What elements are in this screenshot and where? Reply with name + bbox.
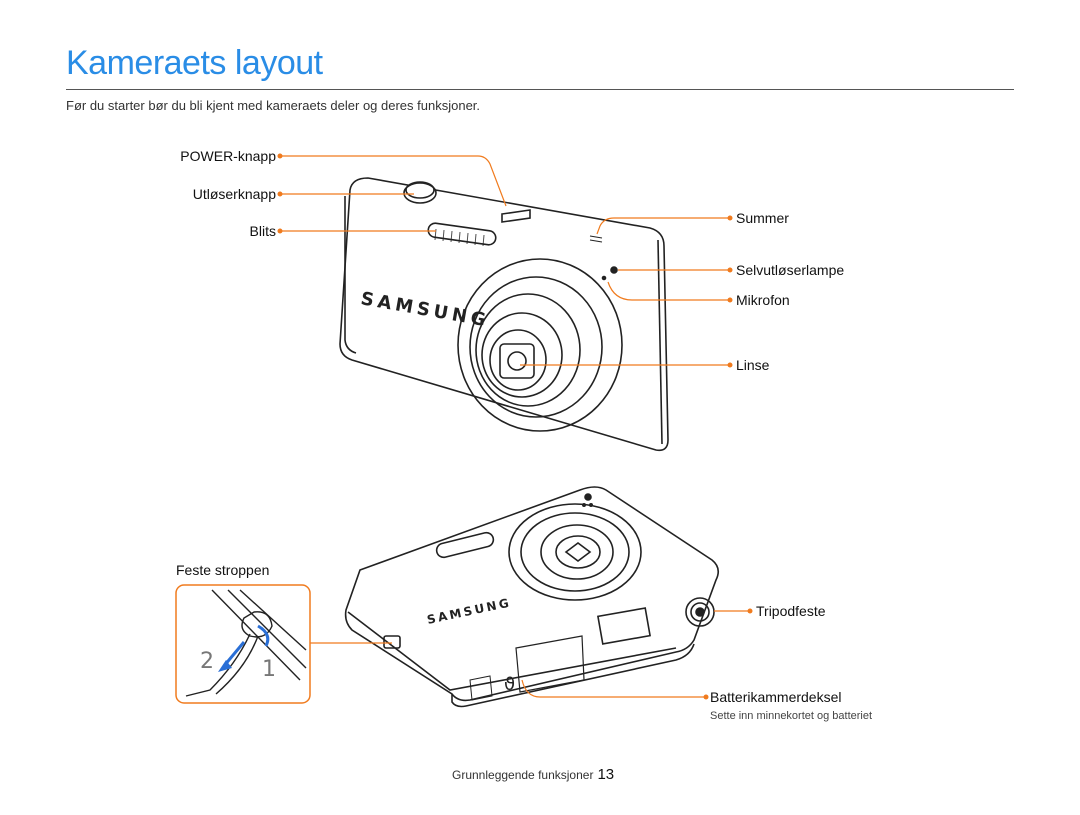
label-speaker: Summer [736, 210, 789, 226]
label-flash: Blits [249, 223, 276, 239]
strap-inset-illustration [185, 589, 307, 697]
label-lens: Linse [736, 357, 770, 373]
bottom-callout-dots [703, 608, 753, 700]
bottom-callout-lines [310, 610, 750, 698]
page-title: Kameraets layout [66, 44, 323, 82]
footer-section: Grunnleggende funksjoner [452, 768, 594, 782]
camera-bottom-illustration [344, 486, 720, 708]
title-divider [66, 89, 1014, 90]
label-power-button: POWER-knapp [180, 148, 276, 164]
strap-step-1: 1 [262, 657, 276, 682]
label-strap: Feste stroppen [176, 562, 270, 578]
label-battery-cover: Batterikammerdeksel [710, 689, 842, 705]
label-battery-cover-note: Sette inn minnekortet og batteriet [710, 710, 873, 722]
camera-front-illustration [339, 177, 669, 452]
label-microphone: Mikrofon [736, 292, 790, 308]
label-self-timer-lamp: Selvutløserlampe [736, 262, 845, 278]
strap-step-2: 2 [200, 649, 214, 674]
strap-arrow-2-head [218, 660, 232, 672]
intro-text: Før du starter bør du bli kjent med kame… [66, 98, 481, 113]
strap-arrow-1 [257, 624, 270, 647]
ce-mark: ϑ [504, 674, 515, 695]
front-callout-dots [277, 153, 733, 368]
front-callout-lines [280, 155, 730, 366]
page-number: 13 [597, 766, 615, 783]
label-tripod-mount: Tripodfeste [756, 603, 826, 619]
label-shutter-button: Utløserknapp [192, 186, 276, 202]
